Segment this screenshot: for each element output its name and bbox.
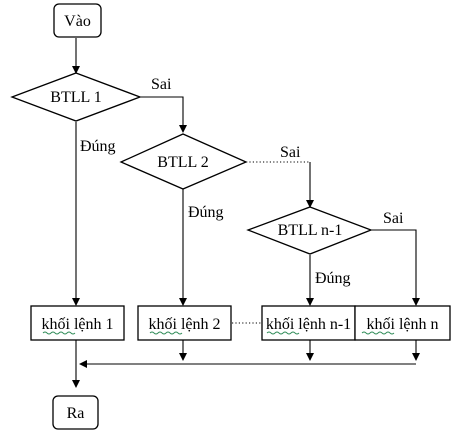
end-node: Ra	[52, 395, 99, 430]
spellcheck-underline-icon	[42, 331, 76, 335]
block-n1: khối lệnh n-1	[261, 305, 356, 341]
decision-btlln1: BTLL n-1	[246, 206, 373, 255]
spellcheck-underline-icon	[266, 331, 300, 335]
block-1-label: khối lệnh 1	[42, 316, 114, 333]
end-label: Ra	[67, 405, 85, 422]
decision-btll2: BTLL 2	[119, 133, 248, 190]
decision-btll2-label: BTLL 2	[157, 154, 208, 171]
edge-label-falsen1: Sai	[383, 210, 404, 227]
block-n-label: khối lệnh n	[367, 316, 439, 333]
edge-label-truen1: Đúng	[315, 270, 351, 287]
edge-label-true2: Đúng	[188, 204, 224, 221]
connectors	[72, 38, 420, 388]
decision-btll1-label: BTLL 1	[50, 89, 101, 106]
spellcheck-underline-icon	[149, 331, 183, 335]
edge-label-true1: Đúng	[80, 138, 116, 155]
start-node: Vào	[53, 3, 102, 38]
block-2-label: khối lệnh 2	[149, 316, 221, 333]
decision-btll1: BTLL 1	[10, 72, 142, 122]
block-n: khối lệnh n	[354, 305, 451, 341]
decision-btlln1-label: BTLL n-1	[278, 222, 343, 239]
edge-label-false1: Sai	[151, 76, 172, 93]
start-label: Vào	[64, 13, 91, 30]
spellcheck-underline-icon	[361, 331, 395, 335]
block-n1-label: khối lệnh n-1	[266, 316, 351, 333]
edge-label-false2: Sai	[280, 144, 301, 161]
edge-cond1-false	[140, 96, 187, 133]
block-1: khối lệnh 1	[30, 305, 125, 341]
edge-condn1-false	[371, 229, 420, 306]
block-2: khối lệnh 2	[137, 305, 232, 341]
